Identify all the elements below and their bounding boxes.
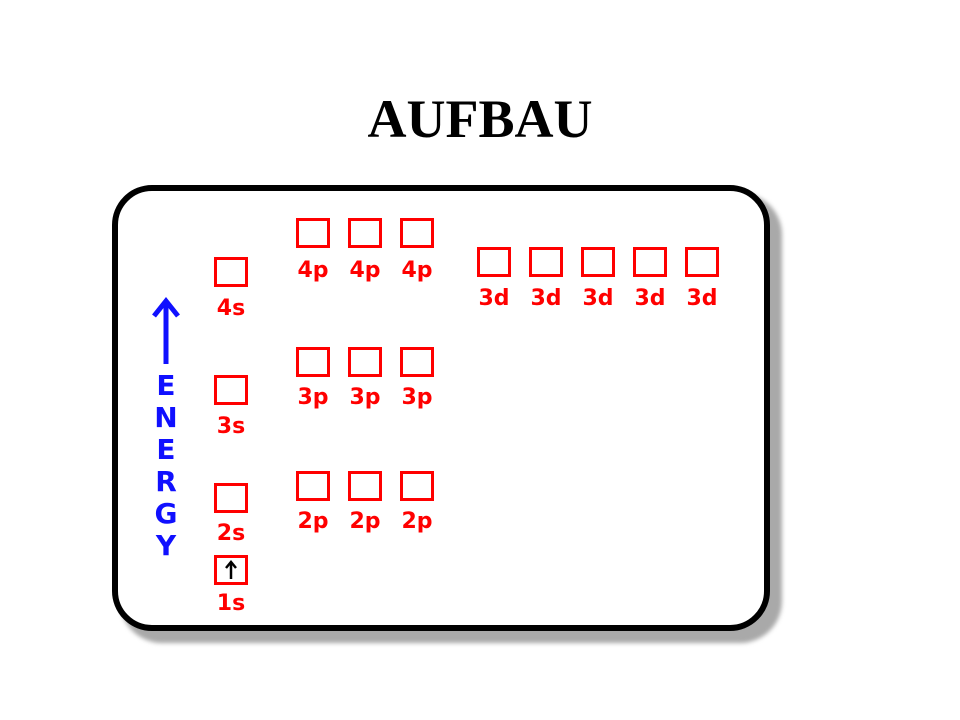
energy-letter: R xyxy=(155,465,177,498)
orbital-2s-label: 2s xyxy=(216,521,246,546)
energy-letter: N xyxy=(154,401,178,434)
orbital-4p-label: 4p xyxy=(401,258,433,283)
orbital-3d-label: 3d xyxy=(582,286,614,311)
orbital-3d-label: 3d xyxy=(686,286,718,311)
orbital-3p-label: 3p xyxy=(297,385,329,410)
orbital-3d-label: 3d xyxy=(530,286,562,311)
orbital-4p-box xyxy=(400,218,434,248)
orbital-2p-box xyxy=(400,471,434,501)
orbital-3p-box xyxy=(400,347,434,377)
orbital-3d-label: 3d xyxy=(478,286,510,311)
orbital-3d-box xyxy=(685,247,719,277)
orbital-3d-label: 3d xyxy=(634,286,666,311)
energy-letter: Y xyxy=(155,529,177,562)
orbital-2p-label: 2p xyxy=(297,509,329,534)
energy-letter: E xyxy=(156,369,176,402)
orbital-2p-label: 2p xyxy=(349,509,381,534)
orbital-3p-box xyxy=(296,347,330,377)
orbital-3d-box xyxy=(529,247,563,277)
electron-up-arrow-icon xyxy=(225,560,237,579)
orbital-1s-label: 1s xyxy=(216,591,246,616)
energy-axis-label: E N E R G Y xyxy=(148,370,184,562)
energy-letter: E xyxy=(156,433,176,466)
orbital-4s-label: 4s xyxy=(216,296,246,321)
orbital-4p-label: 4p xyxy=(349,258,381,283)
orbital-1s-box xyxy=(214,555,248,585)
energy-arrow-icon xyxy=(152,296,180,364)
orbital-3d-box xyxy=(477,247,511,277)
orbital-3d-box xyxy=(633,247,667,277)
orbital-2p-box xyxy=(296,471,330,501)
orbital-4p-box xyxy=(296,218,330,248)
page-title: AUFBAU xyxy=(367,89,593,149)
orbital-3s-label: 3s xyxy=(216,414,246,439)
orbital-3p-label: 3p xyxy=(401,385,433,410)
orbital-4s-box xyxy=(214,257,248,287)
energy-letter: G xyxy=(154,497,178,530)
orbital-3d-box xyxy=(581,247,615,277)
orbital-2p-label: 2p xyxy=(401,509,433,534)
orbital-2s-box xyxy=(214,483,248,513)
orbital-3s-box xyxy=(214,375,248,405)
orbital-4p-label: 4p xyxy=(297,258,329,283)
orbital-3p-label: 3p xyxy=(349,385,381,410)
orbital-4p-box xyxy=(348,218,382,248)
orbital-3p-box xyxy=(348,347,382,377)
orbital-2p-box xyxy=(348,471,382,501)
